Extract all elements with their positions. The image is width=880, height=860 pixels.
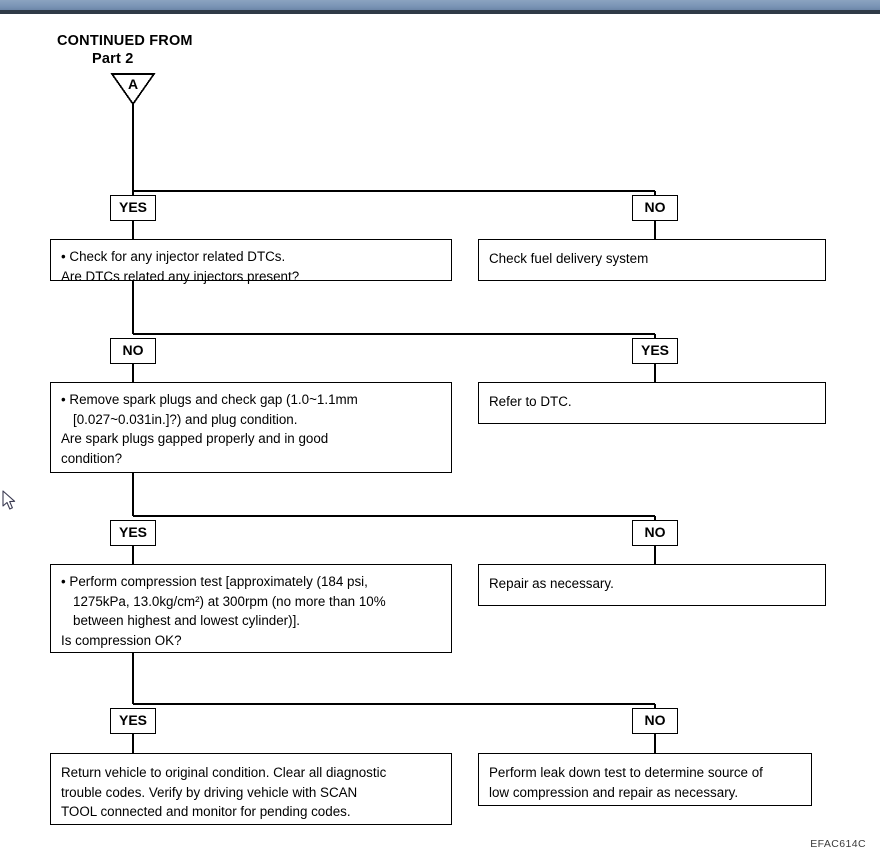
step-box-spark-plug-gap: • Remove spark plugs and check gap (1.0~… — [50, 382, 452, 473]
result-line: low compression and repair as necessary. — [489, 784, 739, 800]
step-line: [0.027~0.031in.]?) and plug condition. — [73, 411, 298, 427]
figure-code-label: EFAC614C — [810, 838, 866, 850]
flowchart-sheet: CONTINUED FROM Part 2 A YES NO • Check f… — [0, 18, 880, 860]
branch-tag-no-4: NO — [632, 708, 678, 734]
connector-letter-a: A — [127, 76, 139, 92]
result-box-check-fuel-delivery: Check fuel delivery system — [478, 239, 826, 281]
step-line: between highest and lowest cylinder)]. — [73, 613, 301, 628]
step-box-compression-test: • Perform compression test [approximatel… — [50, 564, 452, 653]
result-box-return-vehicle: Return vehicle to original condition. Cl… — [50, 753, 452, 825]
step-box-injector-dtc: • Check for any injector related DTCs. A… — [50, 239, 452, 284]
result-box-leak-down-test: Perform leak down test to determine sour… — [478, 753, 812, 806]
result-line: trouble codes. Verify by driving vehicle… — [61, 784, 358, 800]
result-box-refer-to-dtc: Refer to DTC. — [478, 382, 826, 424]
result-box-repair-as-necessary: Repair as necessary. — [478, 564, 826, 606]
result-line: Perform leak down test to determine sour… — [489, 765, 763, 780]
step-line: condition? — [61, 450, 123, 466]
step-line: 1275kPa, 13.0kg/cm²) at 300rpm (no more … — [73, 593, 386, 609]
result-line: Repair as necessary. — [489, 576, 614, 591]
viewer-title-bar — [0, 0, 880, 14]
branch-tag-no-3: NO — [632, 520, 678, 546]
result-line: Check fuel delivery system — [489, 251, 649, 266]
part-label: Part 2 — [92, 51, 134, 67]
step-line: Is compression OK? — [61, 632, 182, 648]
step-line: • Check for any injector related DTCs. — [61, 249, 286, 264]
flowchart-connectors — [110, 73, 656, 753]
branch-tag-no-1: NO — [632, 195, 678, 221]
result-line: Refer to DTC. — [489, 394, 572, 409]
step-line: • Perform compression test [approximatel… — [61, 574, 368, 589]
branch-tag-no-2: NO — [110, 338, 156, 364]
continued-from-label: CONTINUED FROM — [57, 33, 193, 49]
branch-tag-yes-3: YES — [110, 520, 156, 546]
step-line: Are spark plugs gapped properly and in g… — [61, 431, 329, 446]
branch-tag-yes-2: YES — [632, 338, 678, 364]
branch-tag-yes-4: YES — [110, 708, 156, 734]
step-line: • Remove spark plugs and check gap (1.0~… — [61, 392, 358, 407]
result-line: TOOL connected and monitor for pending c… — [61, 804, 351, 819]
step-line: Are DTCs related any injectors present? — [61, 268, 300, 284]
result-line: Return vehicle to original condition. Cl… — [61, 765, 387, 780]
branch-tag-yes-1: YES — [110, 195, 156, 221]
mouse-cursor-icon — [2, 490, 16, 510]
